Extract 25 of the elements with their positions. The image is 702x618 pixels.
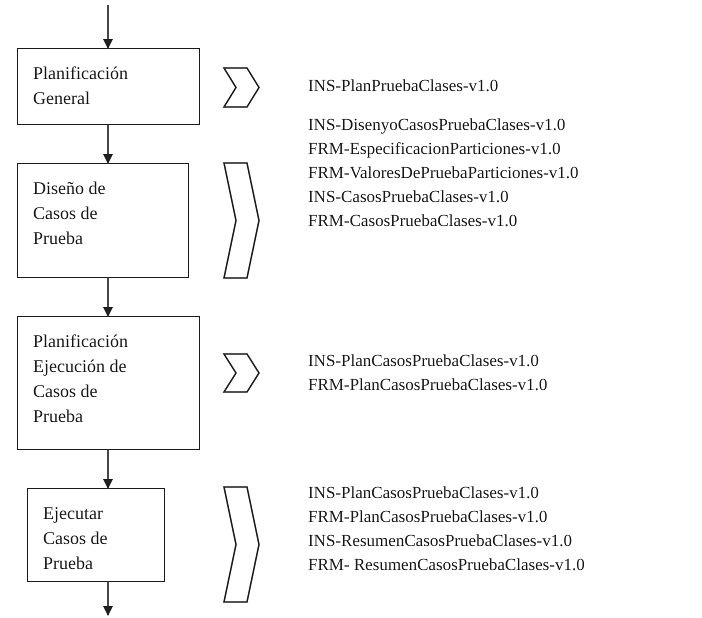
process-box [17,316,200,450]
document-name: FRM-PlanCasosPruebaClases-v1.0 [308,506,548,528]
arrow [103,278,113,317]
arrow [103,450,113,489]
document-name: FRM-EspecificacionParticiones-v1.0 [308,138,561,160]
document-name: FRM-PlanCasosPruebaClases-v1.0 [308,374,548,396]
step-label: Diseño de Casos de Prueba [33,177,106,250]
step-label: Ejecutar Casos de Prueba [43,502,108,575]
document-name: INS-CasosPruebaClases-v1.0 [308,186,509,208]
arrow [103,582,113,616]
document-name: INS-DisenyoCasosPruebaClases-v1.0 [308,114,566,136]
document-name: INS-ResumenCasosPruebaClases-v1.0 [308,530,572,552]
document-name: INS-PlanPruebaClases-v1.0 [308,75,498,97]
process-box [17,48,200,125]
step-label: Planificación Ejecución de Casos de Prueba [33,330,129,428]
document-name: INS-PlanCasosPruebaClases-v1.0 [308,350,539,372]
process-box [27,488,165,582]
document-name: INS-PlanCasosPruebaClases-v1.0 [308,482,539,504]
document-name: FRM- ResumenCasosPruebaClases-v1.0 [308,554,585,576]
arrow [103,5,113,49]
arrow [103,125,113,164]
step-label: Planificación General [33,62,129,110]
process-box [17,163,189,278]
document-name: FRM-ValoresDePruebaParticiones-v1.0 [308,162,579,184]
document-name: FRM-CasosPruebaClases-v1.0 [308,210,518,232]
